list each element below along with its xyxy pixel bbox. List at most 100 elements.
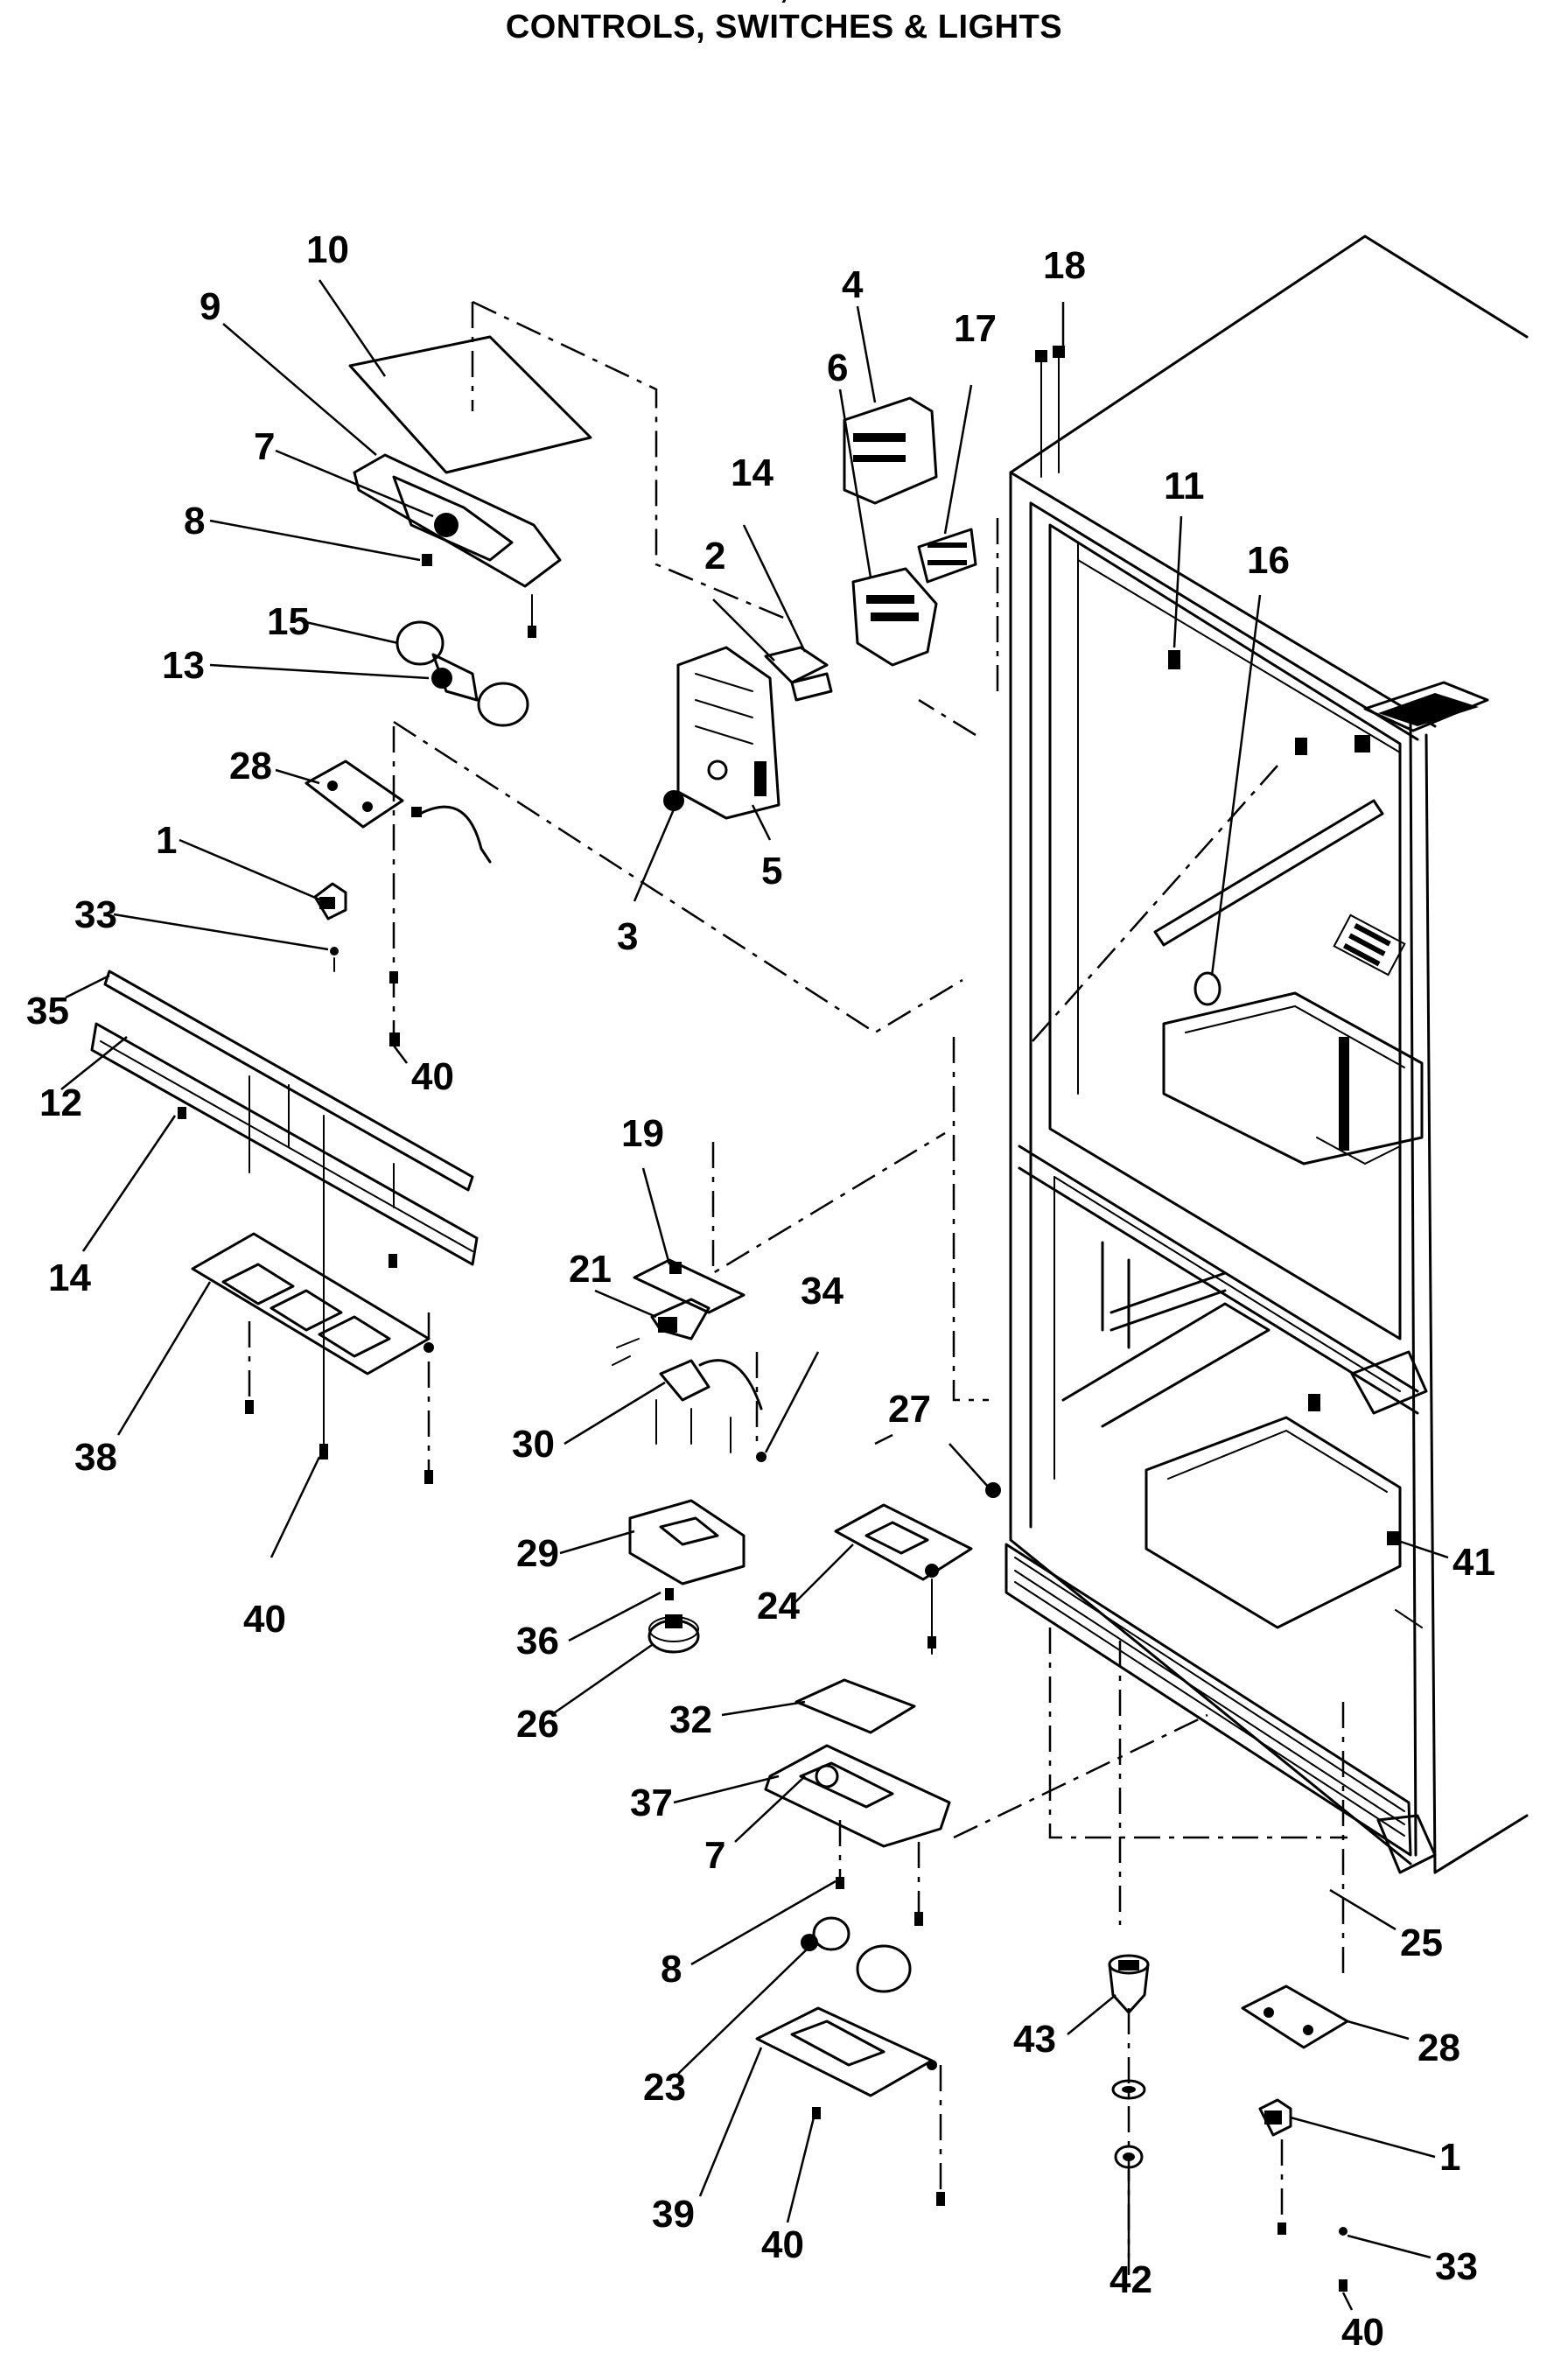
left-light-rail [90, 970, 479, 1484]
lower-crisper-rim [1167, 1429, 1388, 1493]
leader-29 [559, 1530, 635, 1555]
screw-upper-right [1295, 738, 1307, 755]
callout-10: 10 [306, 228, 349, 271]
callout-36: 36 [516, 1620, 559, 1662]
leader-43 [1067, 1994, 1116, 2035]
lower-shelf [1061, 1302, 1270, 1428]
callout-6: 6 [827, 346, 848, 389]
rail-mount-lines [248, 1075, 395, 1445]
callout-2: 2 [704, 535, 725, 578]
callout-labels: 10 9 7 8 15 13 28 1 33 35 12 40 14 38 40… [26, 228, 1495, 2354]
leader-15 [301, 620, 399, 645]
part-29-recess [659, 1516, 719, 1546]
dash-cover [874, 1433, 893, 1446]
leader-13 [209, 663, 430, 680]
part-1-switch [313, 882, 347, 920]
part-24-screw-hole [925, 1564, 939, 1578]
part-6-control [851, 567, 938, 667]
part-29-housing [628, 1499, 746, 1586]
part-21-leads [612, 1338, 640, 1366]
callout-34: 34 [801, 1270, 844, 1312]
leader-19 [641, 1167, 671, 1265]
part-4-detail [853, 433, 906, 462]
part-43-washer [1111, 2079, 1146, 2100]
part-32-lens [794, 1678, 916, 1734]
callout-40-c: 40 [761, 2223, 804, 2266]
part-40-screw-lower-right [1339, 2279, 1348, 2292]
leader-11 [1172, 515, 1183, 648]
upper-controls [663, 396, 977, 820]
part-15-bulb [396, 620, 444, 666]
leader-27 [948, 1443, 990, 1488]
leader-21 [594, 1289, 657, 1319]
callout-17: 17 [954, 307, 997, 350]
leader-40-b [270, 1456, 321, 1558]
cabinet-right-edge [1424, 733, 1437, 1874]
leader-37 [673, 1774, 780, 1804]
part-13-socket [431, 668, 452, 689]
part-42-foot [1114, 2145, 1144, 2169]
part-43-shade [1118, 1960, 1139, 1970]
control-housing-top [1363, 681, 1489, 732]
leader-17 [943, 384, 973, 535]
toe-grille-slots [1014, 1557, 1405, 1837]
part-38-screw-right [424, 1470, 433, 1484]
callout-41: 41 [1452, 1541, 1495, 1584]
dash-light-shield-to-control [472, 300, 793, 623]
callout-9: 9 [200, 285, 220, 328]
part-6-detail [866, 595, 919, 621]
housing-screw-bottom [528, 626, 536, 638]
leader-38 [116, 1281, 212, 1436]
callout-3: 3 [617, 915, 638, 958]
assembly-lines [393, 300, 1348, 2275]
callout-15: 15 [267, 600, 310, 643]
vent-grille-slots [1342, 923, 1391, 967]
lower-shelf-supports [1101, 1241, 1130, 1349]
leader-28 [275, 768, 320, 785]
upper-pan-base [1316, 1137, 1401, 1166]
leader-12 [60, 1036, 128, 1090]
rail-screw-right [388, 1254, 397, 1268]
callout-12: 12 [39, 1082, 82, 1124]
callout-14-b: 14 [731, 452, 774, 494]
leader-14-b [742, 524, 807, 653]
leader-3 [633, 808, 676, 902]
leader-6 [838, 388, 872, 578]
leader-33-b [1347, 2234, 1432, 2259]
part-5-vents [695, 673, 753, 745]
page-title-cut-line: , [0, 0, 1568, 4]
callout-29: 29 [516, 1532, 559, 1575]
cabinet-bottom-right [1433, 1814, 1529, 1874]
part-19-bracket [633, 1258, 746, 1314]
lower-crisper-tab [1395, 1609, 1423, 1628]
part-42-foot-core [1123, 2152, 1135, 2161]
part-16-grommet [1194, 971, 1222, 1006]
callout-33: 33 [74, 893, 117, 936]
lower-housing-screw [1308, 1394, 1320, 1411]
leader-14-a [81, 1115, 177, 1252]
socket-wire [418, 805, 492, 864]
mullion-top [1018, 1144, 1419, 1393]
screw-41 [1387, 1531, 1399, 1545]
upper-compartment [1048, 523, 1402, 1340]
part-26-shaft [665, 1614, 682, 1628]
callout-13: 13 [162, 644, 205, 687]
leader-35 [65, 974, 110, 999]
callout-40-d: 40 [1341, 2311, 1384, 2354]
part-30-switch [659, 1359, 710, 1402]
upper-pan-rim [1185, 1004, 1405, 1068]
part-43-body [1108, 1963, 1150, 2014]
part-24-recess [864, 1521, 929, 1555]
screw-1-lower [1278, 2222, 1286, 2235]
leader-1 [178, 838, 325, 903]
part-8-screw-lower [836, 1877, 844, 1889]
dash-switch-bracket [711, 1131, 946, 1276]
dash-lower-vertical [952, 1037, 989, 1402]
callout-26: 26 [516, 1703, 559, 1746]
top-hinge-screws [1035, 346, 1065, 362]
leader-10 [318, 279, 387, 377]
screw-11 [1168, 650, 1180, 669]
part-35-rail [103, 970, 474, 1192]
callout-27: 27 [888, 1388, 931, 1431]
